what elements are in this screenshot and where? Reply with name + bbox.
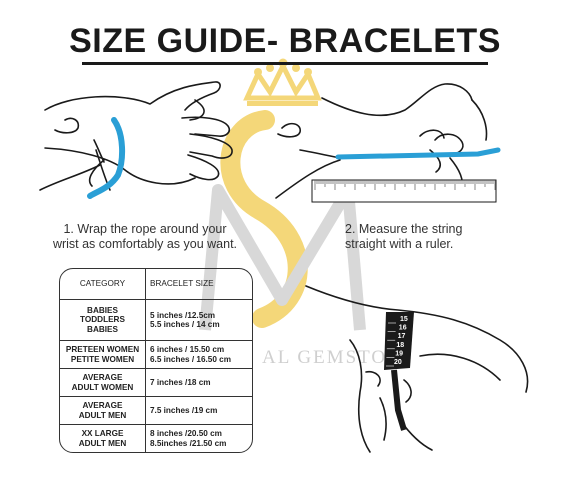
step-1-line-1: 1. Wrap the rope around your: [63, 222, 227, 236]
step-1-line-2: wrist as comfortably as you want.: [52, 237, 238, 251]
row-size: 7.5 inches /19 cm: [145, 396, 252, 426]
tape-mark: 15: [400, 316, 408, 323]
crown-icon: [243, 58, 322, 106]
tape-mark: 16: [399, 325, 407, 332]
ruler: [311, 179, 497, 203]
step-2-caption: 2. Measure the string straight with a ru…: [345, 222, 490, 252]
page-title: SIZE GUIDE- BRACELETS: [69, 22, 501, 60]
step-2-line-2: straight with a ruler.: [345, 237, 454, 251]
tape-mark: 20: [394, 359, 402, 366]
sm-monogram-icon: [199, 58, 366, 331]
watermark-text: AL GEMSTO: [262, 347, 388, 368]
tape-mark: 18: [396, 342, 404, 349]
header-size: BRACELET SIZE: [145, 269, 252, 300]
string-right: [335, 147, 501, 160]
row-size: 7 inches /18 cm: [145, 368, 252, 398]
title-underline: [82, 62, 488, 65]
step-2-line-1: 2. Measure the string: [345, 222, 463, 236]
tape-mark: 17: [398, 333, 406, 340]
header-category: CATEGORY: [60, 269, 146, 300]
wrist-tape-illustration: [305, 285, 529, 453]
table-header-row: CATEGORY BRACELET SIZE: [60, 269, 252, 300]
hand-wrap-illustration: [39, 81, 233, 191]
rope-left: [87, 117, 126, 199]
step-1-caption: 1. Wrap the rope around your wrist as co…: [40, 222, 250, 252]
tape-mark: 19: [395, 350, 403, 357]
